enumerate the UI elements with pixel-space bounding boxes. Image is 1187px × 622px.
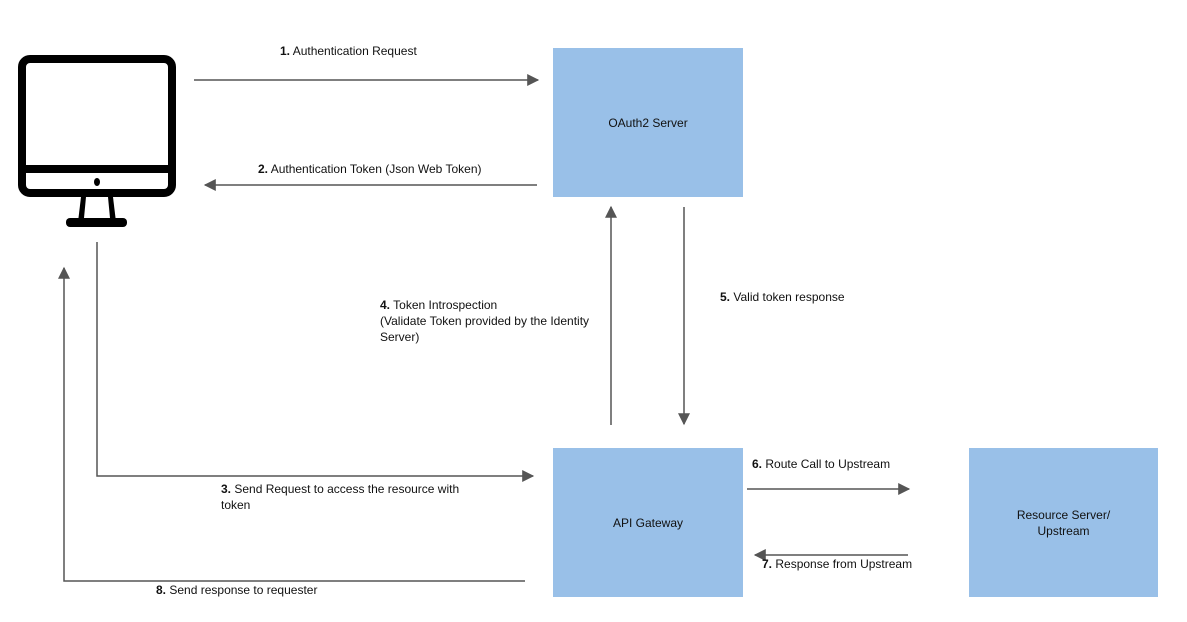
node-label: OAuth2 Server [608,115,688,130]
edge-label-5: 5. Valid token response [720,290,845,304]
edge-label-7: 7. Response from Upstream [762,557,913,571]
arrow-8 [58,266,525,582]
edge-label-2: 2. Authentication Token (Json Web Token) [258,162,482,176]
node-label: API Gateway [612,515,684,530]
desktop-monitor-icon [18,55,176,227]
edge-label-1: 1. Authentication Request [280,44,417,58]
resource-server-node: Resource Server/ Upstream [969,448,1158,597]
oauth2-server-node: OAuth2 Server [553,48,743,197]
arrow-3 [96,242,535,482]
node-label: Resource Server/ [1016,507,1111,522]
edge-label-6: 6. Route Call to Upstream [752,457,891,471]
edge-label-4: 4. Token Introspection(Validate Token pr… [380,298,590,344]
node-label: Upstream [1037,523,1090,538]
edge-label-3: 3. Send Request to access the resource w… [221,482,460,512]
api-gateway-node: API Gateway [553,448,743,597]
edge-label-8: 8. Send response to requester [156,583,318,597]
